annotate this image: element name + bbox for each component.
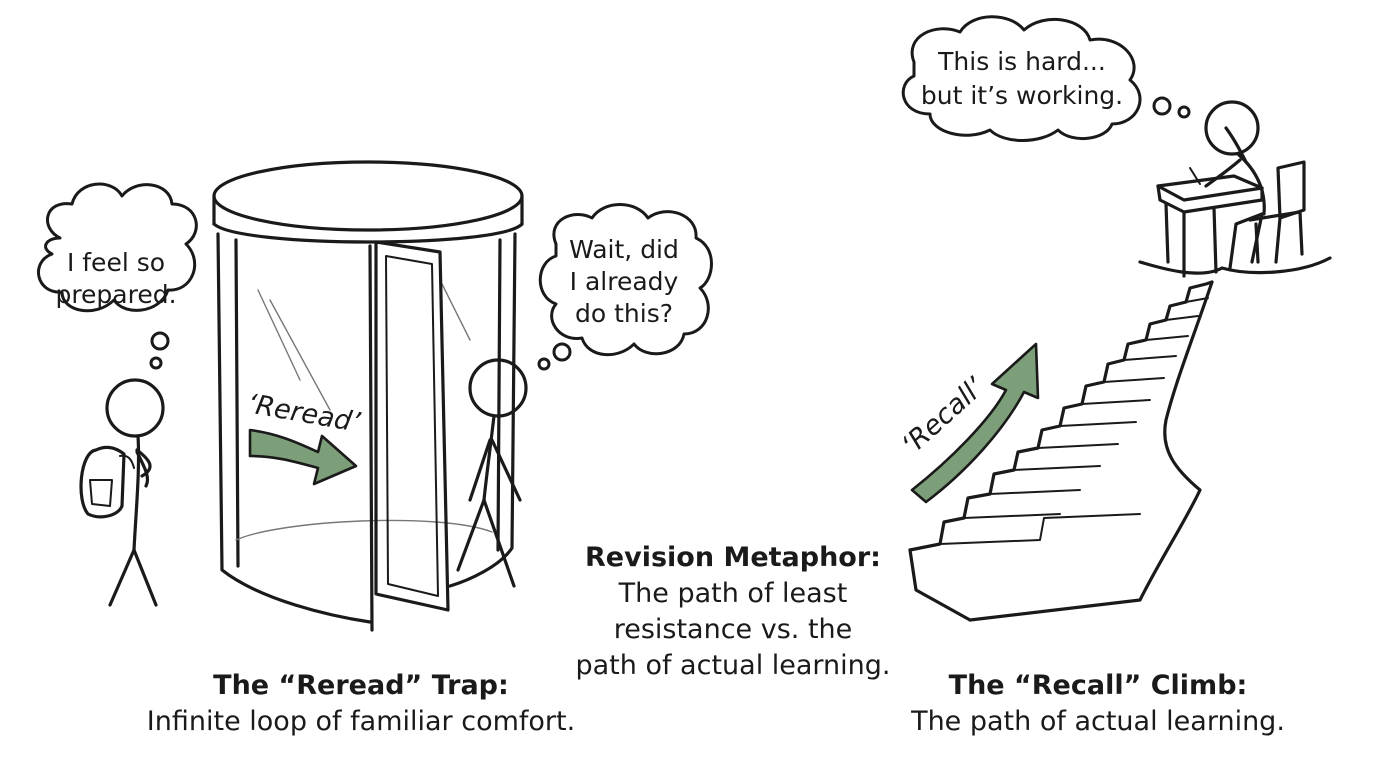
center-caption-line3: resistance vs. the	[614, 614, 853, 645]
thought-bubble-hard: This is hard... but it’s working.	[901, 15, 1191, 142]
center-caption-line2: The path of least	[618, 578, 848, 609]
center-caption: Revision Metaphor: The path of least res…	[575, 542, 890, 681]
backpack-icon	[79, 445, 135, 519]
student-with-backpack	[79, 378, 165, 607]
revolving-door-icon	[212, 160, 524, 632]
thought-bubble-prepared: I feel so prepared.	[37, 182, 198, 370]
bubble-text-already-line2: I already	[570, 267, 679, 296]
bubble-text-prepared-line2: prepared.	[55, 280, 176, 309]
figure-exiting-door	[456, 358, 528, 588]
recall-arrow: ‘Recall’	[896, 342, 1040, 504]
recall-climb-title: The “Recall” Climb:	[949, 670, 1248, 701]
bubble-text-prepared-line1: I feel so	[67, 248, 165, 277]
thought-bubble-already: Wait, did I already do this?	[537, 203, 713, 371]
bubble-text-already-line3: do this?	[575, 299, 673, 328]
desk-icon	[1156, 167, 1264, 278]
bubble-text-hard-line2: but it’s working.	[921, 81, 1123, 110]
bubble-text-hard-line1: This is hard...	[937, 47, 1106, 76]
recall-climb-subtitle: The path of actual learning.	[910, 706, 1285, 737]
chair-icon	[1248, 160, 1306, 264]
reread-arrow: ‘Reread’	[245, 388, 363, 486]
reread-trap-title: The “Reread” Trap:	[213, 670, 509, 701]
center-caption-line4: path of actual learning.	[575, 650, 890, 681]
bubble-text-already-line1: Wait, did	[569, 235, 679, 264]
reread-trap-subtitle: Infinite loop of familiar comfort.	[147, 706, 575, 737]
staircase-icon	[908, 256, 1332, 622]
student-at-desk	[1156, 100, 1306, 278]
center-caption-title: Revision Metaphor:	[585, 542, 881, 573]
